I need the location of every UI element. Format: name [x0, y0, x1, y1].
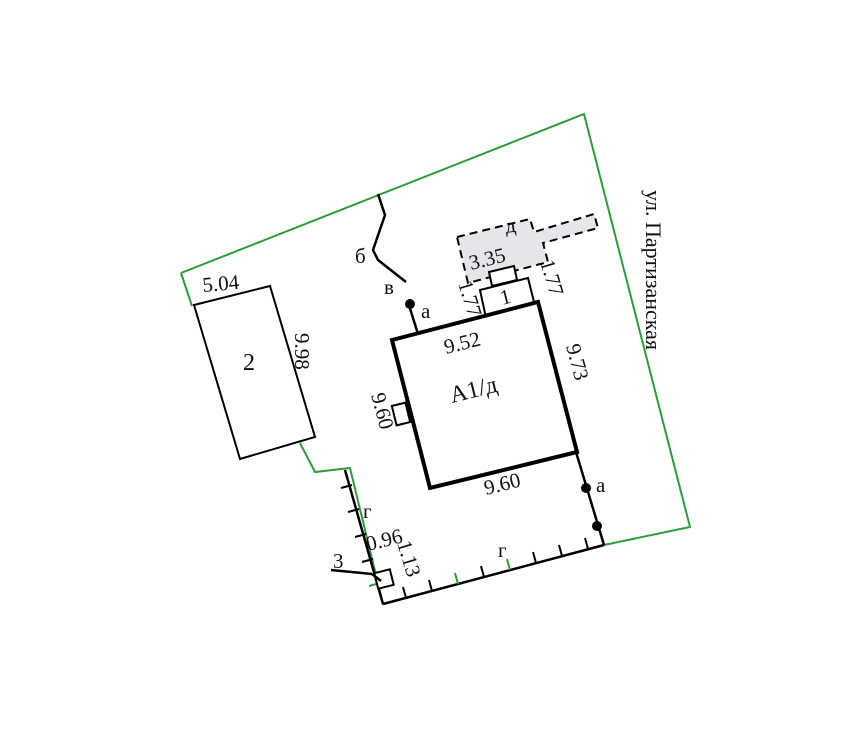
main-house-dim-left: 9.60 [366, 390, 399, 432]
marker-g-bottom: г [498, 538, 507, 562]
main-house-stub [390, 401, 412, 427]
street-name: ул. Партизанская [641, 190, 666, 350]
marker-b: б [355, 244, 366, 268]
extension-label: д [503, 213, 517, 238]
dashed-extension: д 3.35 [455, 213, 600, 285]
marker-a-top: а [421, 299, 431, 323]
building-2-label: 2 [243, 350, 255, 376]
building-2-dim-top: 5.04 [201, 270, 240, 297]
fence-bottom [382, 537, 605, 606]
fence-top [371, 193, 420, 335]
structure-3-label: 3 [333, 549, 344, 573]
marker-g-left: г [363, 499, 372, 523]
structure-3: 3 0.96 1.13 [330, 524, 426, 590]
porch-1-dim-right: 1.77 [535, 256, 569, 298]
main-house: А1/д 9.52 9.73 9.60 9.60 [366, 299, 594, 500]
marker-v: в [384, 275, 394, 299]
marker-a-right: а [596, 473, 606, 497]
fence-right [574, 451, 606, 546]
main-house-dim-right: 9.73 [561, 341, 594, 383]
building-2-dim-right: 9.98 [290, 333, 314, 370]
structure-3-dim-b: 1.13 [392, 537, 426, 579]
porch-1-dim-left: 1.77 [453, 277, 487, 319]
building-2: 2 5.04 9.98 [192, 270, 317, 461]
